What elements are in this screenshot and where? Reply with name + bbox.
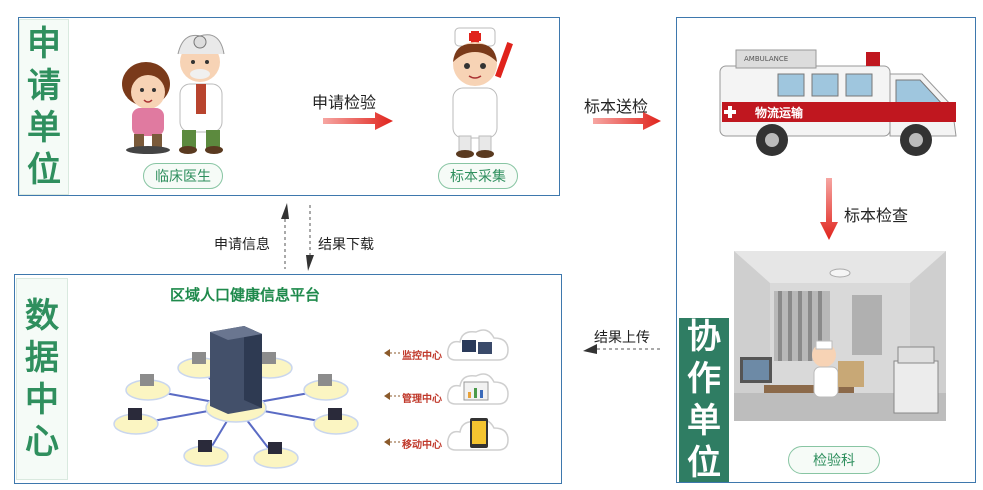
ambulance-illustration xyxy=(719,49,957,156)
data-center-label: 数据中心 xyxy=(16,278,68,480)
cooperating-unit-text: 协作单位 xyxy=(687,316,721,484)
network-diagram xyxy=(113,326,359,469)
result-download-arrow xyxy=(306,205,314,271)
request-info-arrow xyxy=(281,203,289,269)
result-download-label: 结果下载 xyxy=(318,237,374,253)
sample-check-arrow-label: 标本检查 xyxy=(844,206,909,225)
cooperating-unit-text-char: 协 xyxy=(687,317,721,357)
cooperating-unit-text-char: 作 xyxy=(687,359,721,399)
laboratory-illustration xyxy=(734,251,946,421)
request-test-arrow-label: 申请检验 xyxy=(312,93,377,112)
mobile-center-cloud-icon xyxy=(446,418,509,451)
monitoring-center-arrow xyxy=(384,349,402,357)
result-upload-label: 结果上传 xyxy=(594,330,650,346)
management-center-cloud-icon xyxy=(446,373,509,405)
clinical-doctor-caption: 临床医生 xyxy=(143,163,223,189)
sample-collection-caption: 标本采集 xyxy=(438,163,518,189)
request-test-arrow xyxy=(323,112,393,130)
applicant-unit-text-char: 单 xyxy=(27,108,61,148)
send-sample-arrow-label: 标本送检 xyxy=(584,97,649,116)
mobile-center-label: 移动中心 xyxy=(402,440,442,451)
cooperating-unit-label: 协作单位 xyxy=(679,316,729,484)
applicant-unit-text-char: 位 xyxy=(27,150,61,190)
logistics-transport-text: 物流运输 xyxy=(755,106,804,120)
data-center-text-char: 数 xyxy=(25,296,59,336)
applicant-unit-label: 申请单位 xyxy=(19,19,69,195)
data-center-text-char: 心 xyxy=(25,422,59,462)
cooperating-unit-text-char: 位 xyxy=(687,443,721,483)
data-center-text: 数据中心 xyxy=(25,295,59,463)
sample-check-arrow xyxy=(820,178,838,240)
send-sample-arrow xyxy=(593,112,661,130)
mobile-center-arrow xyxy=(384,438,402,446)
applicant-unit-text-char: 申 xyxy=(27,24,61,64)
monitoring-center-cloud-icon xyxy=(446,329,509,361)
result-upload-arrow xyxy=(583,344,661,354)
ambulance-top-text: AMBULANCE xyxy=(744,55,789,63)
management-center-arrow xyxy=(384,392,402,400)
data-center-text-char: 中 xyxy=(25,380,59,420)
applicant-unit-text: 申请单位 xyxy=(27,23,61,191)
cooperating-unit-text-char: 单 xyxy=(687,401,721,441)
request-info-label: 申请信息 xyxy=(214,237,270,253)
platform-title: 区域人口健康信息平台 xyxy=(170,286,321,304)
monitoring-center-label: 监控中心 xyxy=(402,351,442,362)
data-center-text-char: 据 xyxy=(25,338,59,378)
applicant-unit-text-char: 请 xyxy=(27,66,61,106)
laboratory-caption: 检验科 xyxy=(788,446,880,474)
sample-collector-illustration xyxy=(452,27,513,158)
clinical-doctor-illustration xyxy=(122,34,225,154)
management-center-label: 管理中心 xyxy=(402,394,442,405)
